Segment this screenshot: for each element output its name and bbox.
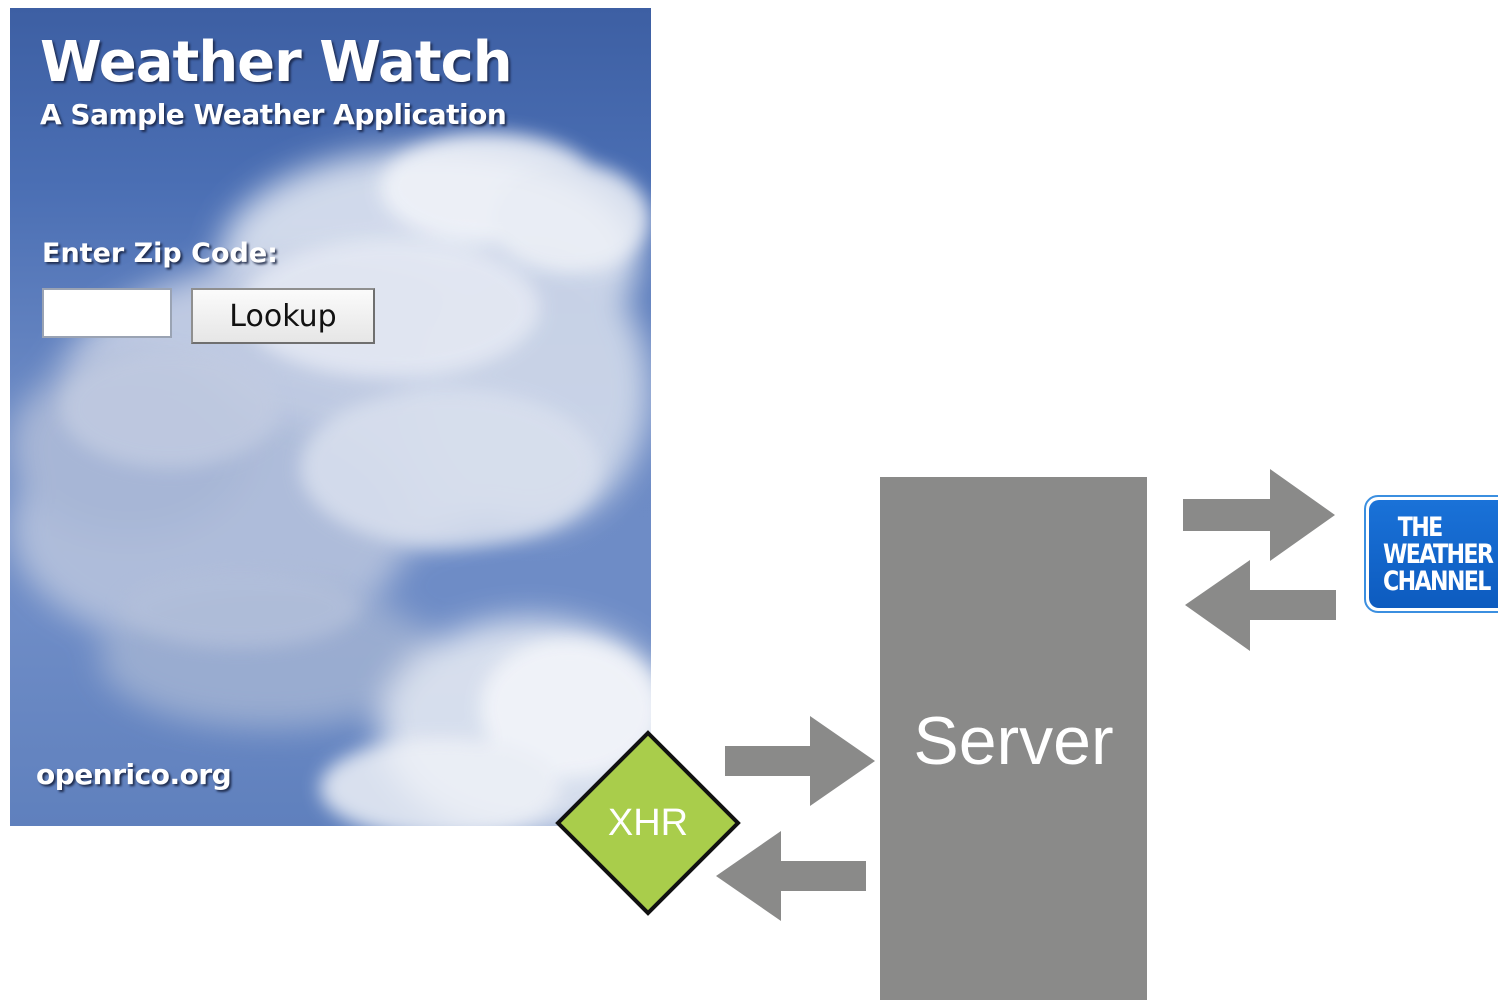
site-link[interactable]: openrico.org	[36, 758, 232, 791]
xhr-label: XHR	[607, 801, 689, 844]
server-label: Server	[913, 703, 1114, 779]
weather-channel-logo: THE WEATHER CHANNEL	[1364, 495, 1498, 613]
weather-watch-app: Weather Watch A Sample Weather Applicati…	[10, 8, 651, 826]
server-box: Server	[880, 477, 1147, 1000]
zip-code-input[interactable]	[42, 288, 172, 338]
arrow-xhr-to-server	[725, 716, 875, 806]
lookup-button[interactable]: Lookup	[191, 288, 375, 344]
xhr-diamond	[555, 730, 741, 916]
arrow-server-to-weather-channel	[1183, 469, 1335, 561]
app-subtitle: A Sample Weather Application	[40, 98, 507, 131]
logo-line-2: WEATHER	[1383, 538, 1494, 570]
zip-code-label: Enter Zip Code:	[42, 238, 278, 269]
app-title: Weather Watch	[40, 30, 513, 95]
logo-line-3: CHANNEL	[1383, 565, 1491, 597]
arrow-weather-channel-to-server	[1185, 560, 1336, 651]
logo-line-1: THE	[1397, 511, 1443, 543]
cloud-sky-background	[10, 133, 651, 826]
